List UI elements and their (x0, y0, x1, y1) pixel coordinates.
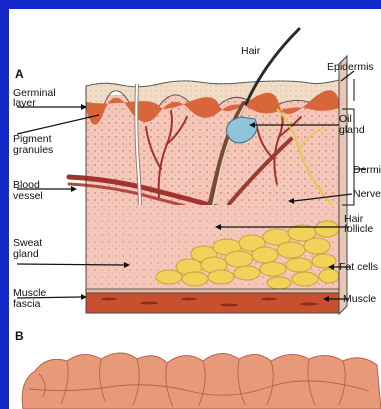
fat-cells-label: Fat cells (339, 261, 378, 273)
oil-gland-label-line2: gland (339, 124, 365, 136)
muscle-layer (86, 293, 339, 313)
dermis-label: Dermis (353, 164, 381, 176)
panel-label-a: A (15, 67, 24, 81)
muscle-label: Muscle (343, 293, 376, 305)
panel-b-cells (22, 353, 381, 409)
muscle-fascia-label-line2: fascia (13, 298, 40, 310)
nerve-label: Nerve (353, 188, 381, 200)
muscle-fascia (86, 289, 339, 293)
germinal-layer-label-line2: layer (13, 97, 36, 109)
epidermis-label: Epidermis (327, 61, 374, 73)
skin-cross-section (9, 9, 381, 409)
panel-label-b: B (15, 329, 24, 343)
sweat-gland-label-line2: gland (13, 248, 39, 260)
blood-vessel-label-line2: vessel (13, 190, 43, 202)
block-side-face (339, 56, 347, 314)
hair-label: Hair (241, 45, 260, 57)
hair-follicle-label-line2: follicle (344, 223, 373, 235)
diagram-frame: A B Hair Epidermis Germinal layer Oil gl… (9, 9, 381, 409)
pigment-granules-label-line2: granules (13, 144, 53, 156)
